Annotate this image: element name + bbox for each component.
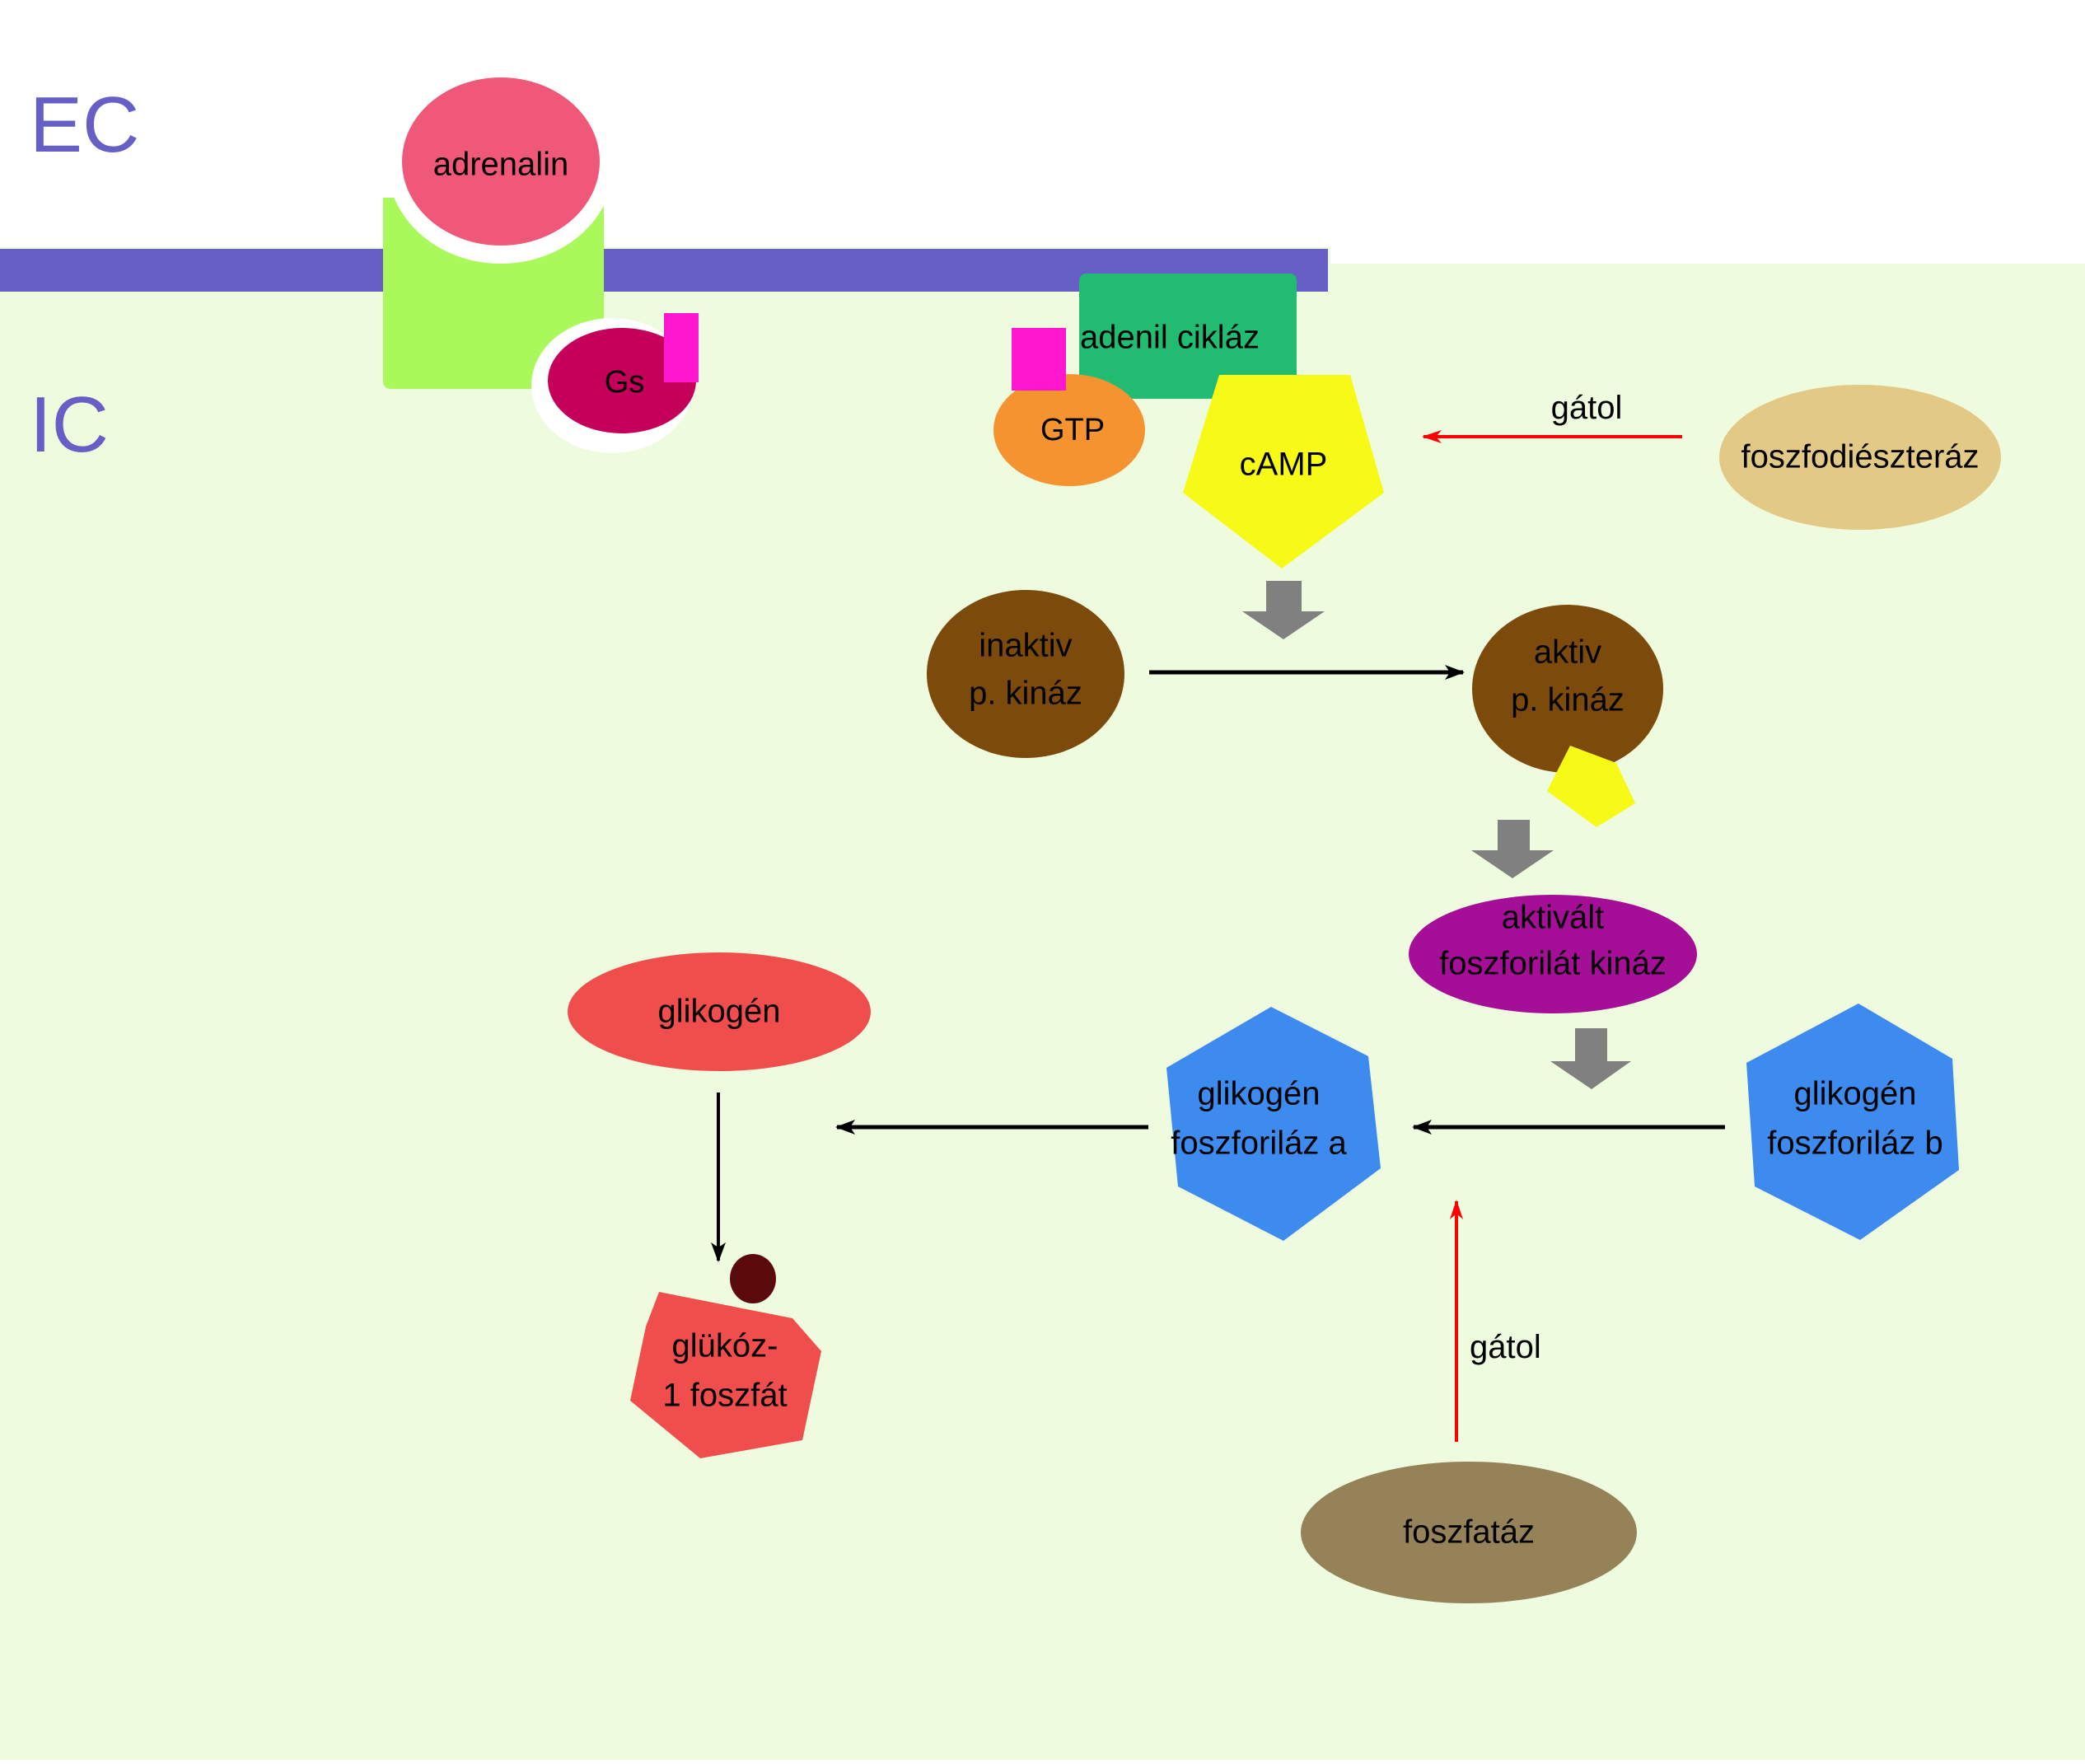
glucose-1-phosphate-label-line2: 1 foszfát: [662, 1378, 787, 1414]
gtp-label: GTP: [1040, 413, 1105, 447]
bound-camp-node: [1547, 746, 1635, 827]
glycogen-node: [568, 952, 871, 1071]
inactive-pka-label-line2: p. kináz: [969, 676, 1082, 712]
phosphorylase-a-label-line2: foszforiláz a: [1171, 1125, 1347, 1162]
glycogen-label: glikogén: [657, 994, 780, 1030]
active-pka-node: [1472, 605, 1663, 773]
adenylyl-cyclase-label: adenil cikláz: [1080, 320, 1260, 356]
camp-node: [1183, 375, 1384, 569]
ec-label: EC: [30, 81, 139, 169]
phosphatase-label: foszfatáz: [1403, 1514, 1535, 1551]
step-arrow-pka-to-phosphorylase-kinase: [1471, 820, 1554, 878]
phosphorylase-b-label-line1: glikogén: [1793, 1076, 1916, 1112]
inactive-pka-node: [927, 590, 1124, 758]
phosphate-group-dot: [730, 1254, 776, 1303]
phosphodiesterase-node: [1719, 385, 2001, 530]
phosphorylase-kinase-label-line2: foszforilát kináz: [1439, 946, 1667, 982]
gs-label: Gs: [605, 365, 645, 400]
ic-label: IC: [30, 381, 109, 469]
adrenalin-label: adrenalin: [433, 147, 569, 183]
camp-label: cAMP: [1240, 447, 1328, 483]
glucose-1-phosphate-label-line1: glükóz-: [672, 1328, 778, 1364]
phosphorylase-kinase-label-line1: aktivált: [1502, 900, 1605, 936]
inhibition-label-top: gátol: [1551, 390, 1623, 426]
gtp-tag: [1012, 328, 1066, 391]
step-arrow-kinase-to-phosphorylase: [1550, 1028, 1631, 1089]
glucose-1-phosphate-node: [630, 1292, 821, 1458]
step-arrow-camp-to-pka: [1242, 581, 1325, 639]
phosphodiesterase-label: foszfodiészteráz: [1741, 439, 1979, 475]
phosphorylase-b-label-line2: foszforiláz b: [1767, 1125, 1942, 1162]
gs-node: [548, 328, 696, 433]
phosphorylase-a-node: [1166, 1007, 1381, 1241]
adrenalin-node: [402, 77, 600, 246]
extracellular-space: [0, 0, 2085, 264]
inactive-pka-label-line1: inaktiv: [979, 628, 1072, 664]
phosphorylase-a-label-line1: glikogén: [1197, 1076, 1320, 1112]
phosphatase-node: [1301, 1462, 1637, 1603]
active-pka-label-line2: p. kináz: [1511, 682, 1625, 718]
phosphorylase-b-node: [1746, 1004, 1959, 1240]
active-pka-label-line1: aktiv: [1534, 634, 1601, 671]
phosphorylase-kinase-node: [1409, 895, 1697, 1013]
adenylyl-cyclase-node: [1079, 274, 1297, 399]
inhibition-label-bottom: gátol: [1470, 1329, 1541, 1365]
gs-gtp-tag: [664, 313, 699, 382]
intracellular-space: [0, 264, 2085, 1760]
gtp-node: [993, 374, 1145, 486]
